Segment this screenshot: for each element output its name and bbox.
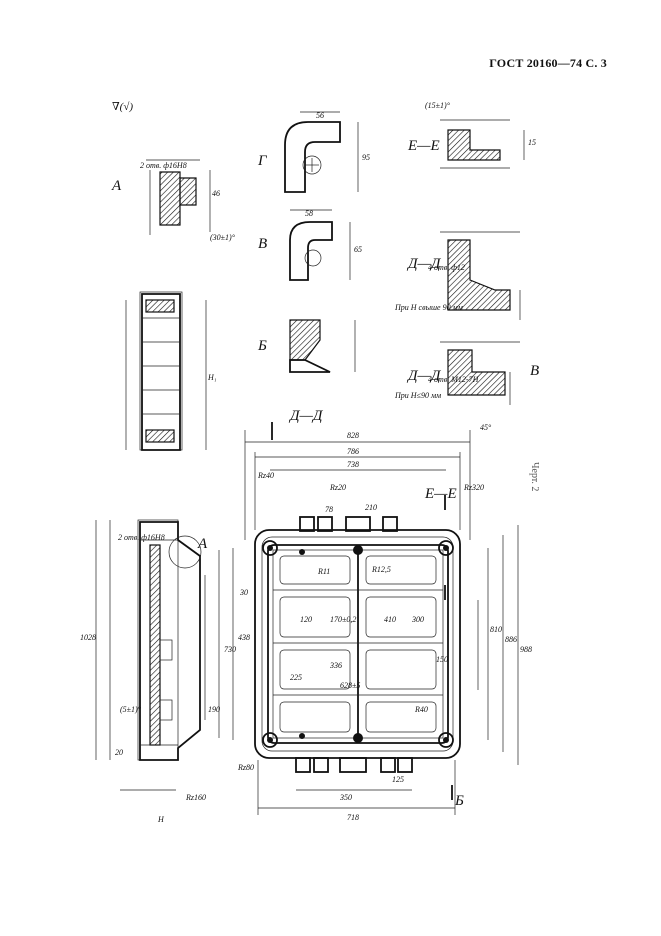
dim-810: 810 bbox=[490, 625, 502, 634]
dim-210: 210 bbox=[365, 503, 377, 512]
note-holes-a: 2 отв. ф16Н8 bbox=[118, 533, 165, 542]
dim-718: 718 bbox=[347, 813, 359, 822]
dim-tol-30: (30±1)° bbox=[210, 233, 236, 242]
section-e-e-view bbox=[440, 119, 525, 169]
label-view-a-ref: А bbox=[197, 536, 208, 552]
detail-g-view bbox=[284, 111, 359, 193]
dim-15: 15 bbox=[528, 138, 536, 147]
dim-350: 350 bbox=[339, 793, 352, 802]
dim-h1: H₁ bbox=[207, 373, 217, 382]
dim-886: 886 bbox=[505, 635, 517, 644]
label-view-b-ref: Б bbox=[454, 793, 464, 809]
note-holes-12: 4 отв. ф12 bbox=[428, 263, 465, 272]
dim-336: 336 bbox=[329, 661, 342, 670]
dim-628: 628±5 bbox=[340, 681, 360, 690]
note-thread: 4 отв. М12-7Н bbox=[428, 375, 480, 384]
label-view-g: Г bbox=[257, 153, 268, 169]
label-section-d-d-right: Д—Д bbox=[406, 256, 442, 272]
label-view-a: А bbox=[111, 178, 122, 194]
dim-h: H bbox=[157, 815, 165, 824]
dim-rz40: Rz40 bbox=[257, 471, 274, 480]
label-section-e-e: Е—Е bbox=[407, 138, 440, 154]
dim-786: 786 bbox=[347, 447, 359, 456]
surface-finish-mark: ∇(√) bbox=[112, 101, 133, 113]
dim-125: 125 bbox=[392, 775, 404, 784]
note-h-gt-90: При Н свыше 90 мм bbox=[394, 303, 463, 312]
dim-30: 30 bbox=[239, 588, 248, 597]
dim-rz320: Rz320 bbox=[463, 483, 484, 492]
label-section-e-ref: Е—Е bbox=[424, 486, 457, 502]
dim-120: 120 bbox=[300, 615, 312, 624]
section-d-d-right-view bbox=[440, 231, 521, 320]
dim-730: 730 bbox=[224, 645, 236, 654]
section-d-d-left-view bbox=[440, 341, 520, 405]
dim-rz20: Rz20 bbox=[329, 483, 346, 492]
dim-95: 95 bbox=[362, 153, 370, 162]
page-header: ГОСТ 20160—74 С. 3 bbox=[489, 56, 607, 70]
dim-tol-15: (15±1)° bbox=[425, 101, 451, 110]
dim-738: 738 bbox=[347, 460, 359, 469]
dim-r11: R11 bbox=[317, 567, 330, 576]
dim-150: 150 bbox=[436, 655, 448, 664]
label-view-v-ref: В bbox=[530, 363, 539, 379]
dim-438: 438 bbox=[238, 633, 250, 642]
note-holes-top: 2 отв. ф16Н8 bbox=[140, 161, 187, 170]
dim-45deg: 45° bbox=[480, 423, 492, 432]
label-section-d-d-left: Д—Д bbox=[406, 368, 442, 384]
dim-56: 56 bbox=[316, 111, 324, 120]
dim-rz80: Rz80 bbox=[237, 763, 254, 772]
upper-elevation-view bbox=[125, 291, 207, 451]
side-elevation-view bbox=[95, 519, 202, 791]
label-view-b: Б bbox=[257, 338, 267, 354]
dim-828: 828 bbox=[347, 431, 359, 440]
dim-tol-5: (5±1)° bbox=[120, 705, 142, 714]
main-plan-view bbox=[204, 422, 519, 815]
detail-a-view bbox=[146, 159, 211, 235]
dim-46: 46 bbox=[212, 189, 220, 198]
dim-1028: 1028 bbox=[80, 633, 96, 642]
detail-b-view bbox=[289, 319, 356, 373]
dim-r12: R12,5 bbox=[371, 565, 391, 574]
label-section-d-ref: Д—Д bbox=[288, 408, 324, 424]
label-view-v: В bbox=[258, 236, 267, 252]
dim-58: 58 bbox=[305, 209, 313, 218]
dim-65: 65 bbox=[354, 245, 362, 254]
dim-410: 410 bbox=[384, 615, 396, 624]
dim-r40: R40 bbox=[414, 705, 428, 714]
dim-78: 78 bbox=[325, 505, 333, 514]
dim-190: 190 bbox=[208, 705, 220, 714]
dim-988: 988 bbox=[520, 645, 532, 654]
dim-rz160: Rz160 bbox=[185, 793, 206, 802]
detail-v-view bbox=[289, 209, 351, 281]
dim-225: 225 bbox=[290, 673, 302, 682]
dim-170: 170±0,2 bbox=[330, 615, 356, 624]
note-h-le-90: При Н≤90 мм bbox=[394, 391, 441, 400]
dim-300: 300 bbox=[411, 615, 424, 624]
dim-20: 20 bbox=[115, 748, 123, 757]
